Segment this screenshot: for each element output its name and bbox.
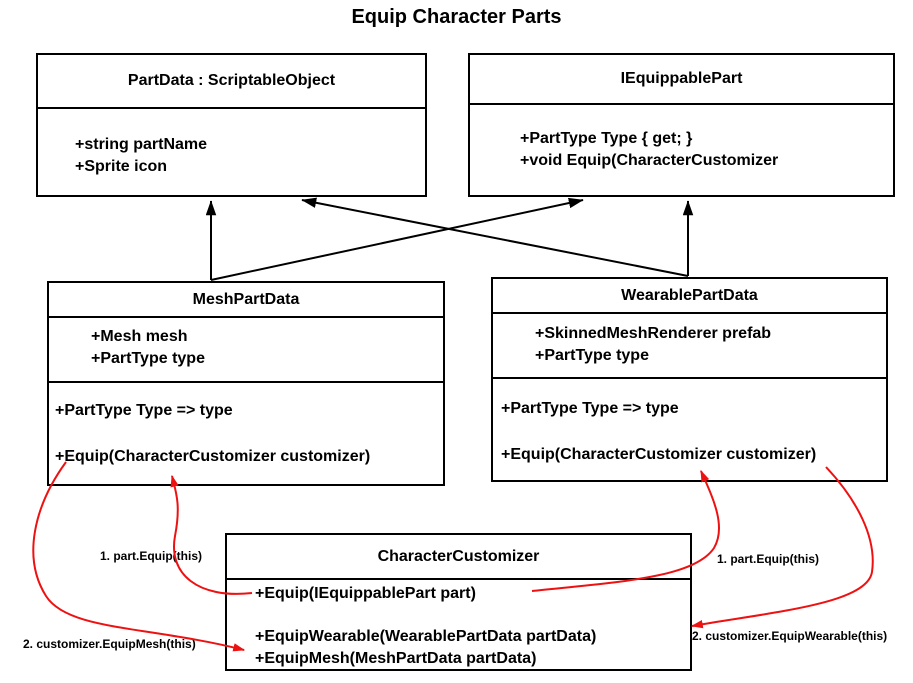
call-label-left-1: 1. part.Equip(this) [100, 549, 202, 563]
class-title-wearablepartdata: WearablePartData [493, 279, 886, 314]
attribute: +PartType type [91, 350, 205, 367]
method: +PartType Type => type [55, 402, 233, 419]
class-box-iequippablepart: IEquippablePart +PartType Type { get; } … [468, 53, 895, 197]
class-box-partdata: PartData : ScriptableObject +string part… [36, 53, 427, 197]
method: +Equip(CharacterCustomizer customizer) [501, 446, 817, 463]
attribute: +string partName [75, 136, 208, 153]
meshpartdata-methods-section: +PartType Type => type +Equip(CharacterC… [49, 383, 443, 468]
attribute: +Sprite icon [75, 158, 168, 175]
inheritance-arrow-wearablepartdata-to-partdata [301, 197, 689, 277]
method: +EquipWearable(WearablePartData partData… [255, 628, 597, 645]
class-box-charactercustomizer: CharacterCustomizer +Equip(IEquippablePa… [225, 533, 692, 671]
meshpartdata-attributes-section: +Mesh mesh +PartType type [49, 318, 443, 383]
partdata-attributes-section: +string partName +Sprite icon [38, 109, 425, 178]
class-title-iequippablepart: IEquippablePart [470, 55, 893, 105]
class-title-partdata: PartData : ScriptableObject [38, 55, 425, 109]
inheritance-arrow-meshpartdata-to-iequippablepart [210, 197, 584, 281]
call-label-left-2: 2. customizer.EquipMesh(this) [23, 637, 196, 651]
class-title-meshpartdata: MeshPartData [49, 283, 443, 318]
iequippablepart-members-section: +PartType Type { get; } +void Equip(Char… [470, 105, 893, 172]
method: +EquipMesh(MeshPartData partData) [255, 650, 537, 667]
wearablepartdata-attributes-section: +SkinnedMeshRenderer prefab +PartType ty… [493, 314, 886, 379]
attribute: +PartType type [535, 347, 649, 364]
attribute: +SkinnedMeshRenderer prefab [535, 325, 772, 342]
attribute: +PartType Type { get; } [520, 130, 693, 147]
call-label-right-1: 1. part.Equip(this) [717, 552, 819, 566]
method: +Equip(IEquippablePart part) [255, 585, 476, 602]
charactercustomizer-methods-section: +Equip(IEquippablePart part) +EquipWeara… [227, 580, 690, 670]
attribute: +void Equip(CharacterCustomizer [520, 152, 779, 169]
call-arrow-wearablepartdata-equip-to-customizer-equipwearable [690, 466, 874, 629]
diagram-title: Equip Character Parts [351, 6, 562, 28]
class-box-meshpartdata: MeshPartData +Mesh mesh +PartType type +… [47, 281, 445, 486]
class-title-charactercustomizer: CharacterCustomizer [227, 535, 690, 580]
method: +Equip(CharacterCustomizer customizer) [55, 448, 371, 465]
wearablepartdata-methods-section: +PartType Type => type +Equip(CharacterC… [493, 379, 886, 466]
method: +PartType Type => type [501, 400, 679, 417]
call-label-right-2: 2. customizer.EquipWearable(this) [692, 629, 888, 643]
attribute: +Mesh mesh [91, 328, 188, 345]
class-box-wearablepartdata: WearablePartData +SkinnedMeshRenderer pr… [491, 277, 888, 482]
